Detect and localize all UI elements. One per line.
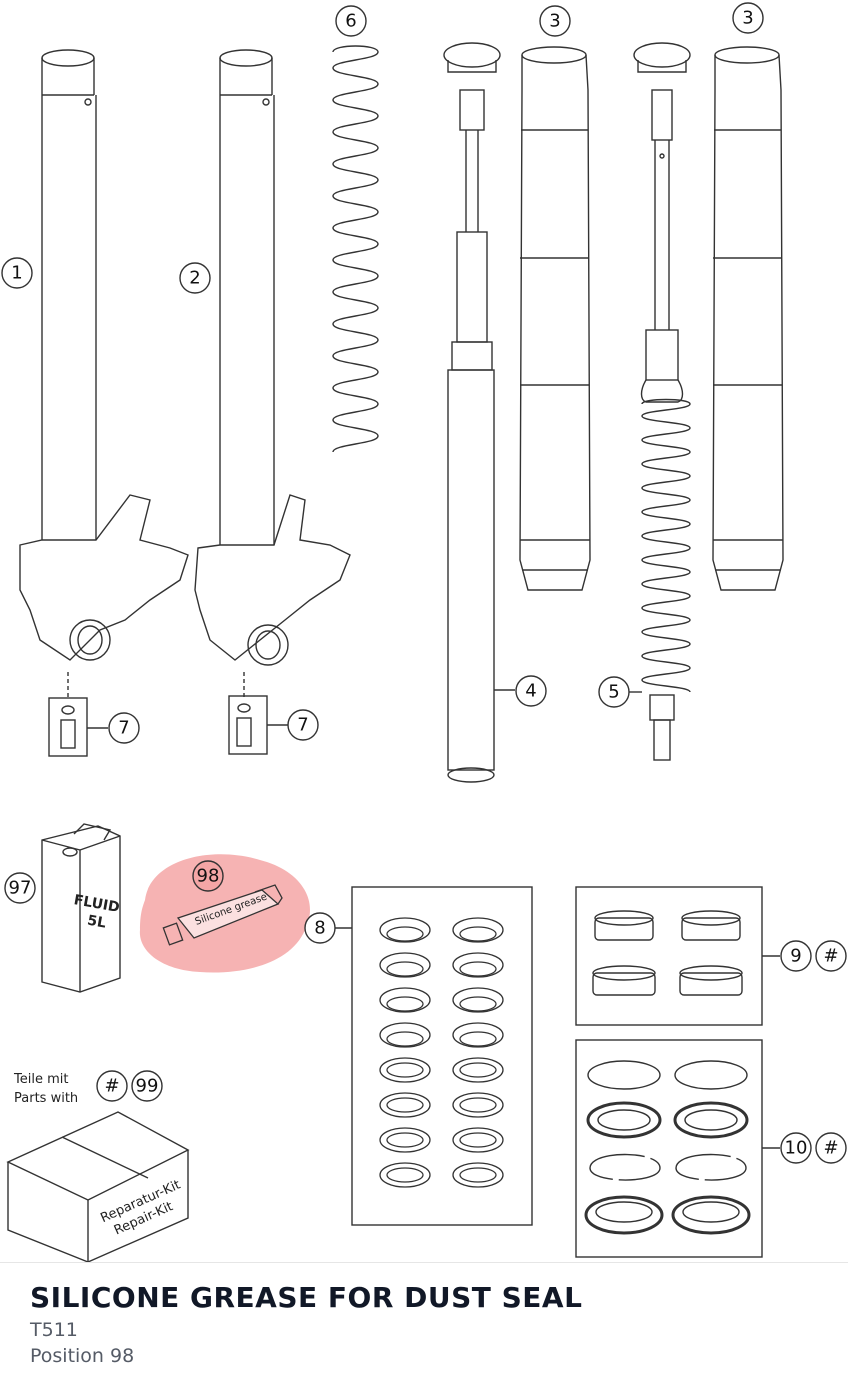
- seal-ring-inner: [459, 961, 497, 977]
- callout-98: 98: [197, 866, 220, 887]
- seal-ring-inner: [386, 1132, 424, 1148]
- axle-bolt-7b[interactable]: [228, 695, 288, 755]
- seal-ring: [379, 1127, 431, 1153]
- callout-10: 10: [785, 1138, 808, 1159]
- seal-ring-stack: [379, 917, 504, 1188]
- seal-ring-inner: [459, 1097, 497, 1113]
- cartridge-spring-5[interactable]: [628, 42, 691, 761]
- seal-ring-inner: [459, 926, 497, 942]
- callout-99-hash: #: [104, 1076, 119, 1097]
- seal-ring-inner: [386, 996, 424, 1012]
- callout-99: 99: [136, 1076, 159, 1097]
- callout-9: 9: [790, 946, 801, 967]
- callout-6: 6: [345, 11, 356, 32]
- silicone-grease-tube-98[interactable]: [162, 884, 283, 946]
- fork-oil-can-97[interactable]: [41, 823, 121, 993]
- seal-ring-inner: [386, 1031, 424, 1047]
- seal-ring: [379, 1162, 431, 1188]
- seal-ring-inner: [459, 1167, 497, 1183]
- outer-tube-2[interactable]: [194, 49, 351, 700]
- callout-8: 8: [314, 918, 325, 939]
- callout-7b: 7: [297, 715, 308, 736]
- outer-tube-1[interactable]: [19, 49, 189, 700]
- part-position: Position 98: [30, 1345, 135, 1367]
- callout-2: 2: [189, 268, 200, 289]
- seal-ring: [452, 1092, 504, 1118]
- seal-ring: [452, 987, 504, 1013]
- damping-cartridge-4[interactable]: [443, 42, 515, 783]
- seal-ring-inner: [459, 1132, 497, 1148]
- inner-tube-3b[interactable]: [712, 46, 784, 591]
- bushings-box-9[interactable]: [575, 886, 780, 1026]
- seal-ring: [452, 1127, 504, 1153]
- callout-3a: 3: [549, 11, 560, 32]
- fluid-label: FLUID: [73, 892, 121, 916]
- fork-spring-6[interactable]: [332, 45, 379, 453]
- inner-tube-3a[interactable]: [519, 46, 591, 591]
- callout-9-hash: #: [823, 946, 838, 967]
- seal-ring: [452, 1162, 504, 1188]
- seal-ring-inner: [459, 1031, 497, 1047]
- callout-1: 1: [11, 263, 22, 284]
- seal-ring: [379, 1092, 431, 1118]
- seal-ring: [379, 917, 431, 943]
- callout-7a: 7: [118, 718, 129, 739]
- part-code: T511: [30, 1319, 78, 1341]
- seal-ring: [452, 917, 504, 943]
- exploded-parts-diagram: 1 2 6 3 3 4 5 7 7 97 98 8 9 # 10 # # 99 …: [1, 2, 847, 1262]
- seal-ring: [379, 987, 431, 1013]
- seal-ring: [379, 1057, 431, 1083]
- seal-ring: [379, 952, 431, 978]
- seal-ring-inner: [386, 961, 424, 977]
- fluid-volume-label: 5L: [86, 913, 107, 932]
- seal-ring-inner: [386, 1097, 424, 1113]
- seals-box-10[interactable]: [575, 1039, 780, 1258]
- part-title: SILICONE GREASE FOR DUST SEAL: [30, 1281, 583, 1314]
- seal-ring-inner: [386, 1167, 424, 1183]
- seal-rings-box-8[interactable]: [335, 886, 533, 1226]
- seal-ring-inner: [459, 996, 497, 1012]
- seal-ring-inner: [459, 1062, 497, 1078]
- seal-ring: [379, 1022, 431, 1048]
- repair-kit-box[interactable]: [6, 1111, 190, 1262]
- seal-ring: [452, 952, 504, 978]
- parts-with-en: Parts with: [14, 1091, 78, 1106]
- callout-10-hash: #: [823, 1138, 838, 1159]
- part-info-footer: SILICONE GREASE FOR DUST SEAL T511 Posit…: [0, 1262, 848, 1391]
- callout-3b: 3: [742, 8, 753, 29]
- seal-ring: [452, 1022, 504, 1048]
- seal-ring-inner: [386, 1062, 424, 1078]
- callout-4: 4: [525, 681, 536, 702]
- seal-ring: [452, 1057, 504, 1083]
- callout-5: 5: [608, 682, 619, 703]
- axle-bolt-7a[interactable]: [48, 697, 108, 757]
- parts-with-de: Teile mit: [13, 1072, 68, 1087]
- seal-ring-inner: [386, 926, 424, 942]
- callout-97: 97: [9, 878, 32, 899]
